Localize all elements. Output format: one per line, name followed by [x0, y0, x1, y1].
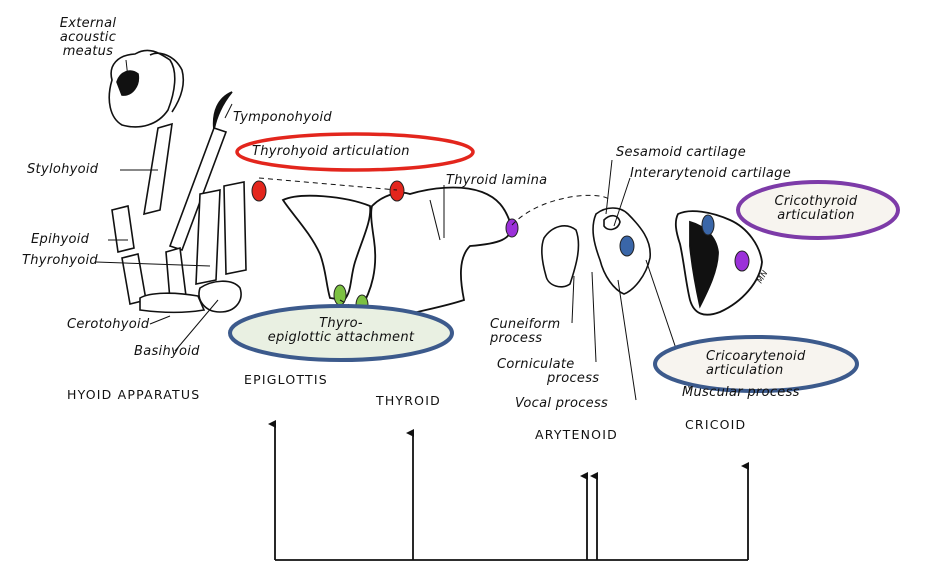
- cricothyroid-articulation-text: Cricothyroid articulation: [754, 195, 878, 223]
- arytenoid-drawing: [541, 207, 651, 295]
- label-line: articulation: [706, 363, 784, 378]
- thyroepiglottic-attachment-callout: [228, 304, 454, 362]
- muscular-process-label: Muscular process: [682, 385, 800, 400]
- cricoarytenoid-articulation-callout: [653, 335, 859, 393]
- vocal-process-label: Vocal process: [515, 396, 609, 411]
- ceratohyoid-label: Cerotohyoid: [67, 317, 150, 332]
- thyrohyoid-articulation-text: Thyrohyoid articulation: [252, 144, 410, 159]
- label-line: epiglottic attachment: [267, 330, 415, 345]
- label-line: Corniculate: [497, 357, 575, 372]
- tymponohyoid-label: Tymponohyoid: [233, 110, 332, 125]
- arytenoid-caption: ARYTENOID: [535, 427, 618, 442]
- thyroepiglottic-attachment-text: Thyro- epiglottic attachment: [238, 317, 444, 345]
- thyroid-caption: THYROID: [376, 393, 441, 408]
- label-line: articulation: [777, 208, 855, 223]
- cricothyroid-articulation-callout: [736, 180, 900, 240]
- cricoarytenoid-articulation-text: Cricoarytenoid articulation: [706, 350, 806, 378]
- label-line: process: [547, 371, 600, 386]
- interarytenoid-cartilage-label: Interarytenoid cartilage: [630, 166, 791, 181]
- external-acoustic-meatus-label: External acoustic meatus: [56, 17, 120, 59]
- cricothyroid-joint-dot-cricoid: [734, 250, 750, 272]
- cricothyroid-joint-dot-thyroid: [505, 218, 519, 238]
- basihyoid-label: Basihyoid: [134, 344, 200, 359]
- epiglottis-caption: EPIGLOTTIS: [244, 372, 328, 387]
- cuneiform-process-label: Cuneiform process: [490, 318, 560, 346]
- hyoid-apparatus-caption: HYOID APPARATUS: [67, 387, 201, 402]
- label-line: Thyro-: [319, 316, 363, 331]
- thyrohyoid-joint-dot-left: [251, 180, 267, 202]
- sesamoid-cartilage-label: Sesamoid cartilage: [616, 145, 746, 160]
- thyrohyoid-articulation-callout: [235, 132, 475, 172]
- epihyoid-label: Epihyoid: [31, 232, 90, 247]
- epiglottis-drawing: [281, 194, 372, 301]
- thyrohyoid-label: Thyrohyoid: [22, 253, 98, 268]
- label-line: Cricoarytenoid: [706, 349, 806, 364]
- cricoarytenoid-joint-dot-arytenoid: [619, 235, 635, 257]
- cricoid-caption: CRICOID: [685, 417, 747, 432]
- label-line: meatus: [62, 44, 114, 59]
- hyoid-apparatus-drawing: [108, 49, 247, 314]
- corniculate-process-label: Corniculate process: [497, 358, 599, 386]
- cricoarytenoid-joint-dot-cricoid: [701, 214, 715, 236]
- thyroid-drawing: [358, 186, 512, 321]
- label-line: process: [490, 331, 543, 346]
- thyrohyoid-joint-dot-right: [389, 180, 405, 202]
- cricoid-drawing: [674, 210, 763, 316]
- label-line: External: [59, 16, 117, 31]
- label-line: Cricothyroid: [774, 194, 858, 209]
- thyroid-lamina-label: Thyroid lamina: [446, 173, 548, 188]
- arrow-bracket: [268, 420, 749, 561]
- label-line: acoustic: [59, 30, 117, 45]
- stylohyoid-label: Stylohyoid: [27, 162, 99, 177]
- label-line: Cuneiform: [490, 317, 561, 332]
